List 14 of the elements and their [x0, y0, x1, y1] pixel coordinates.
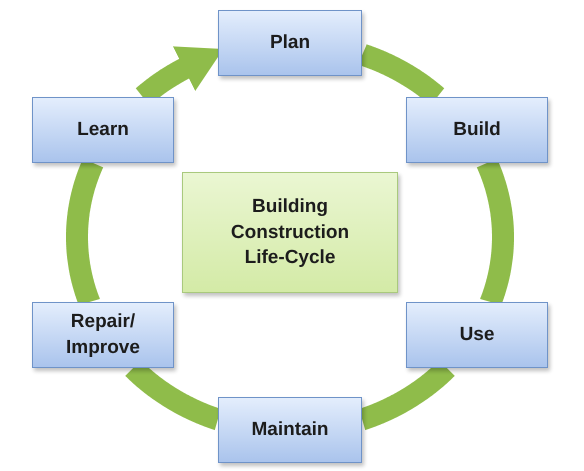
stage-label: Plan [268, 31, 312, 56]
stage-label: Build [452, 118, 502, 142]
stage-label: Maintain [250, 418, 330, 442]
stage-label: Repair/ Improve [65, 310, 141, 360]
stage-box [406, 302, 548, 368]
stage-box [406, 97, 548, 163]
stage-box [32, 302, 174, 368]
stage-box [218, 10, 362, 76]
stage-box [32, 97, 174, 163]
stage-label: Building Construction Life-Cycle [230, 195, 350, 270]
stage-box [218, 397, 362, 463]
center-box [182, 172, 398, 293]
stage-label: Learn [76, 118, 130, 142]
stage-label: Use [458, 323, 496, 348]
